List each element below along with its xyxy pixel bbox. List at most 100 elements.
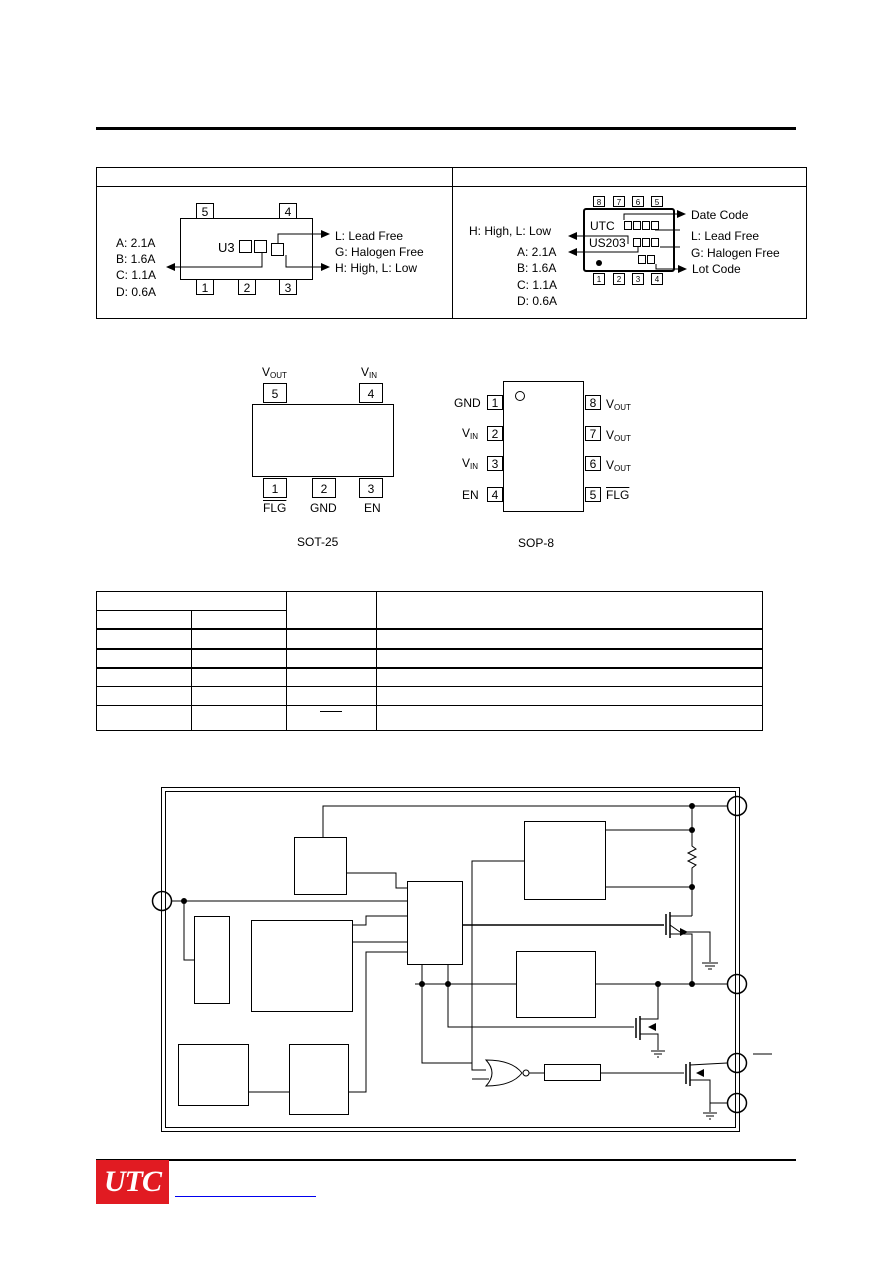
sot25-marking-pin-4: 4 [279,203,297,219]
sot25-pin3-label: EN [364,501,381,515]
sop8-arrowhead-1 [677,210,686,218]
block-charge-pump [251,920,353,1012]
sop8-pin7-label-main: V [606,428,615,442]
junction-5 [689,981,695,987]
wire-en-to-osc [183,901,194,961]
sop8-pin3-label: VIN [462,457,478,471]
sop8-pinout-pin-5: 5 [585,487,601,502]
wire-vin-bus [322,805,727,837]
sot25-arrowhead-2 [321,263,330,271]
junction-2 [689,827,695,833]
terminal-gnd [726,1092,748,1114]
sop8-pin2-label: VIN [462,427,478,441]
sop8-note-date-code: Date Code [691,208,749,222]
terminal-flg [726,1052,748,1074]
sot25-marking-square-3 [271,243,284,256]
sot25-arrowhead-3 [166,263,175,271]
block-uvlo [294,837,347,895]
junction-4 [181,898,187,904]
nor-gate [484,1059,523,1087]
sot25-pin2-label: GND [310,501,337,515]
sop8-pin1-label: GND [454,396,481,410]
sop8-arrow-options [574,247,639,253]
sop8-marking-date-square-3 [642,221,650,230]
sot25-option-a: A: 2.1A [116,236,156,250]
pin-table-frame [96,591,763,731]
utc-logo-lettering: UTC [104,1165,162,1198]
sop8-pinout-pin-4: 4 [487,487,503,502]
pin-table-vline-3 [376,591,377,731]
sop8-marking-pin-8: 8 [593,196,605,207]
sop8-pinout-pin1-mark [515,391,525,401]
sop8-pin3-label-main: V [462,456,471,470]
block-diagram-inner-frame [165,791,736,1128]
sot25-option-d: D: 0.6A [116,285,157,299]
sot25-pin4-label-main: V [361,365,370,379]
mosfet-main-to-ground [692,931,711,962]
sop8-marking-pin-4: 4 [651,273,663,285]
sop8-marking-pin-1: 1 [593,273,605,285]
sop8-marking-pin-5: 5 [651,196,663,207]
sop8-marking-date-square-2 [633,221,641,230]
sop8-pinout-pin-7: 7 [585,426,601,441]
sop8-arrow-lot-code [655,264,680,270]
sop8-pinout-pin-8: 8 [585,395,601,410]
sop8-marking-lot-square-2 [647,255,655,264]
block-current-limit [524,821,606,900]
sop8-pin6-label: VOUT [606,459,631,473]
sot25-pinout-pin-5: 5 [263,383,287,403]
sop8-pin3-label-sub: IN [470,462,479,471]
sop8-pin2-label-main: V [462,426,471,440]
sop8-marking-pin-2: 2 [613,273,625,285]
block-oscillator [194,916,230,1004]
sot25-arrowhead-1 [321,230,330,238]
sot25-pin4-label: VIN [361,366,377,380]
sop8-marking-pin-6: 6 [632,196,644,207]
sop8-marking-date-square-1 [624,221,632,230]
sop8-note-lot-code: Lot Code [692,262,741,276]
junction-7 [419,981,425,987]
sot25-marking-pin-3: 3 [279,279,297,295]
marking-table-header-line [96,186,807,187]
sot25-option-c: C: 1.1A [116,268,157,282]
sot25-note-halogen-free: G: Halogen Free [335,245,424,259]
sot25-package-name: SOT-25 [297,535,339,549]
sop8-marking-option-square-1 [633,238,641,247]
mosfet-2-arrow [648,1023,656,1031]
sot25-marking-pin-5: 5 [196,203,214,219]
pin-table-overline-mark [320,711,342,712]
pin-table-vline-1 [191,610,192,731]
sop8-pin8-label-main: V [606,397,615,411]
sop8-arrowhead-4 [678,265,687,273]
sop8-arrow-high-low [574,235,629,244]
utc-logo: UTC [96,1160,169,1204]
sop8-pinout-pin-6: 6 [585,456,601,471]
sot25-note-lead-free: L: Lead Free [335,229,404,243]
sot25-pin5-label: VOUT [262,366,287,380]
sop8-option-a: A: 2.1A [517,245,557,259]
pin-table-vline-2 [286,591,287,731]
sop8-note-high-low: H: High, L: Low [469,224,552,238]
sop8-pin4-label: EN [462,488,479,502]
pin-table-hline-2 [96,628,763,630]
block-reference [289,1044,349,1115]
wire-pump-to-logic-1 [352,915,407,926]
terminal-vin [726,795,748,817]
sot25-note-high-low: H: High, L: Low [335,261,418,275]
junction-6 [655,981,661,987]
sop8-pin5-label: FLG [606,488,630,502]
pin-table-hline-5 [96,686,763,687]
junction-8 [445,981,451,987]
block-thermal [516,951,596,1018]
sop8-note-lead-free: L: Lead Free [691,229,760,243]
sop8-note-halogen-free: G: Halogen Free [691,246,780,260]
footer-link-underline[interactable] [175,1196,316,1197]
wire-shunt-resistor [686,830,698,916]
sot25-pin5-label-sub: OUT [270,371,287,380]
wire-uvlo-to-logic [346,872,407,889]
junction-3 [689,884,695,890]
sop8-marking-pin-7: 7 [613,196,625,207]
pin-table-hline-3 [96,648,763,650]
block-diagram-outer-frame [161,787,740,1132]
